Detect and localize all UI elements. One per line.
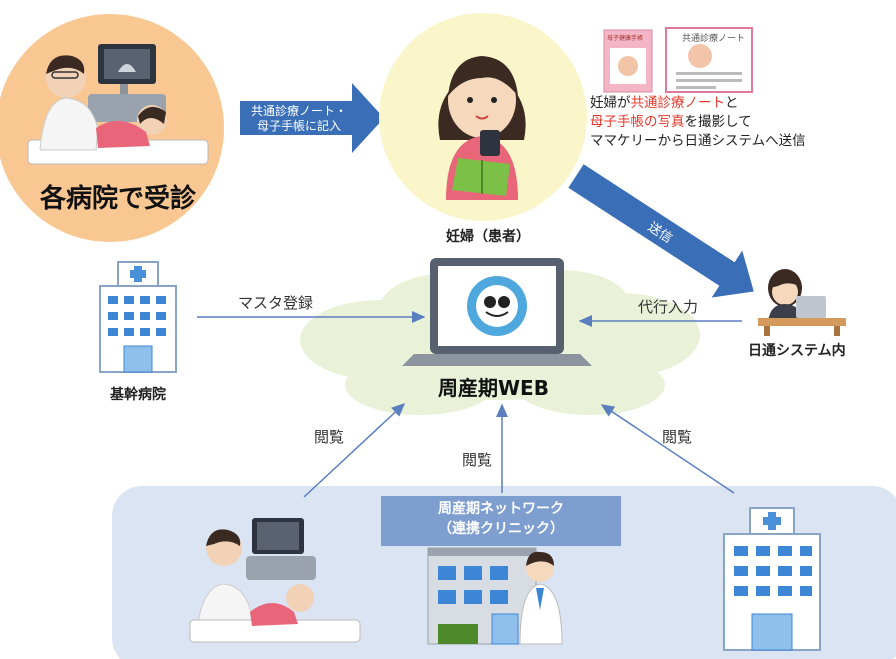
record-arrow-label: 共通診療ノート・ 母子手帳に記入 [244, 104, 354, 134]
base-hospital-building [99, 261, 177, 373]
network-label: 周産期ネットワーク （連携クリニック） [381, 499, 621, 539]
upload-note-post1: と [725, 95, 739, 111]
clinic-building-illustration [427, 547, 563, 645]
record-arrow-line1: 共通診療ノート・ [250, 104, 347, 118]
laptop-illustration [402, 258, 592, 366]
bottom-hospital-building [723, 507, 821, 651]
patient-label: 妊婦（患者） [446, 229, 530, 245]
bottom-ultrasound-illustration [189, 518, 361, 643]
proxy-input-label: 代行入力 [638, 298, 699, 316]
upload-note-hl2: 母子手帳の写真 [590, 114, 685, 130]
note-title: 共通診療ノート [682, 34, 746, 44]
view-label-left: 閲覧 [314, 428, 345, 446]
send-arrow [568, 164, 754, 298]
network-box [381, 496, 621, 546]
network-line1: 周産期ネットワーク [438, 501, 564, 517]
master-reg-label: マスタ登録 [238, 294, 314, 312]
operator-illustration [758, 269, 846, 336]
techo-title: 母子健康手帳 [607, 35, 644, 42]
ultrasound-illustration [27, 44, 209, 165]
view-arrow-left [303, 402, 406, 498]
upload-note: 妊婦が共通診療ノートと 母子手帳の写真を撮影して ママケリーから日通システムへ送… [590, 94, 806, 151]
upload-note-hl1: 共通診療ノート [630, 95, 726, 111]
upload-note-pre: 妊婦が [590, 95, 631, 111]
record-arrow-line2: 母子手帳に記入 [256, 119, 341, 133]
upload-note-post2: を撮影して [684, 114, 752, 130]
view-label-center: 閲覧 [462, 451, 493, 469]
pregnant-woman-illustration [438, 56, 526, 200]
view-arrow-right [600, 404, 735, 494]
view-label-right: 閲覧 [662, 428, 693, 446]
upload-note-line3: ママケリーから日通システムへ送信 [590, 133, 806, 149]
nittsu-label: 日通システム内 [748, 343, 846, 359]
network-line2: （連携クリニック） [438, 521, 564, 537]
document-thumbnails [603, 27, 753, 93]
web-label: 周産期WEB [438, 376, 549, 400]
record-arrow [240, 83, 384, 153]
clinic-caption: 各病院で受診 [40, 184, 197, 214]
base-hospital-label: 基幹病院 [110, 387, 166, 403]
